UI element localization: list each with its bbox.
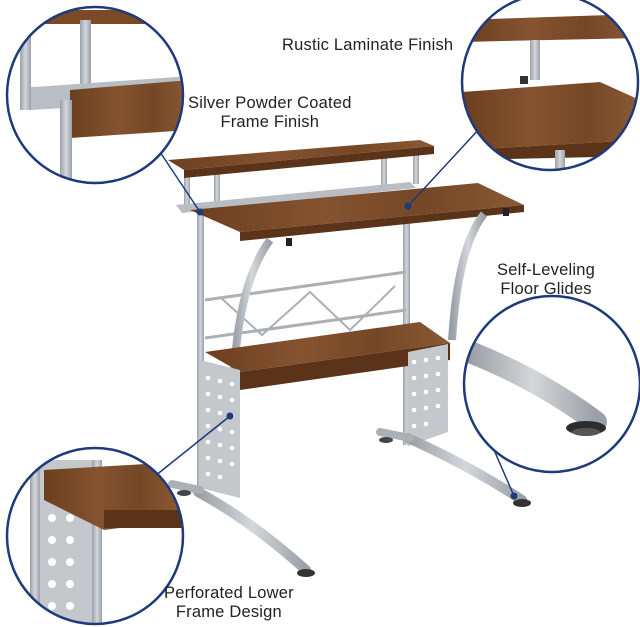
callout-perforated-line2: Frame Design xyxy=(175,603,282,621)
shelf-post-mid xyxy=(214,172,220,208)
callout-perforated-line1: Perforated Lower xyxy=(164,584,294,602)
marker-dot xyxy=(510,492,518,500)
callout-glides-line1: Self-Leveling xyxy=(497,261,595,279)
desk xyxy=(168,140,531,577)
front-right-curved-leg xyxy=(448,211,488,341)
callout-circle-laminate xyxy=(460,0,640,172)
right-panel-holes xyxy=(411,355,441,429)
callout-perforated-label: Perforated Lower Frame Design xyxy=(164,584,294,622)
callout-frame-line1: Silver Powder Coated xyxy=(188,94,352,112)
callout-frame-line2: Frame Finish xyxy=(220,113,320,131)
lower-shelf xyxy=(205,322,450,372)
desktop-bumper-left xyxy=(286,238,292,246)
rear-left-foot xyxy=(168,480,204,494)
desktop-bumper-right xyxy=(503,208,509,216)
shelf-post-left xyxy=(184,168,190,210)
desktop-edge xyxy=(240,205,524,241)
marker-dot xyxy=(404,202,412,210)
marker-dot xyxy=(226,412,234,420)
callout-laminate-label: Rustic Laminate Finish xyxy=(282,36,453,55)
floor-glide-front-right xyxy=(513,499,531,507)
leader-dots xyxy=(196,202,518,500)
callout-circle-glides xyxy=(462,294,640,474)
callout-circle-perforated xyxy=(5,446,185,626)
floor-glide-front-left xyxy=(297,569,315,577)
upper-cross-bar xyxy=(204,270,407,302)
x-brace xyxy=(219,285,396,337)
back-left-upright xyxy=(197,215,204,495)
callout-laminate-line1: Rustic Laminate Finish xyxy=(282,36,454,54)
front-right-foot xyxy=(403,433,527,505)
callout-circle-frame xyxy=(5,5,185,185)
desktop-surface xyxy=(190,183,524,232)
callout-glides-line2: Floor Glides xyxy=(500,280,592,298)
left-panel-holes xyxy=(205,375,235,480)
monitor-shelf-edge xyxy=(184,146,434,178)
marker-dot xyxy=(196,208,204,216)
right-perforated-panel xyxy=(408,344,448,446)
callout-frame-label: Silver Powder Coated Frame Finish xyxy=(188,94,352,132)
floor-glide-rear-left xyxy=(177,490,191,496)
shelf-post-right-back xyxy=(381,158,387,188)
monitor-shelf xyxy=(168,140,434,170)
callout-glides-label: Self-Leveling Floor Glides xyxy=(497,261,595,299)
rear-right-foot xyxy=(376,428,414,442)
top-frame-rail xyxy=(176,182,416,213)
lower-shelf-edge xyxy=(240,343,450,390)
front-left-foot xyxy=(193,487,311,575)
floor-glide-rear-right xyxy=(379,437,393,443)
shelf-post-right xyxy=(413,154,419,184)
